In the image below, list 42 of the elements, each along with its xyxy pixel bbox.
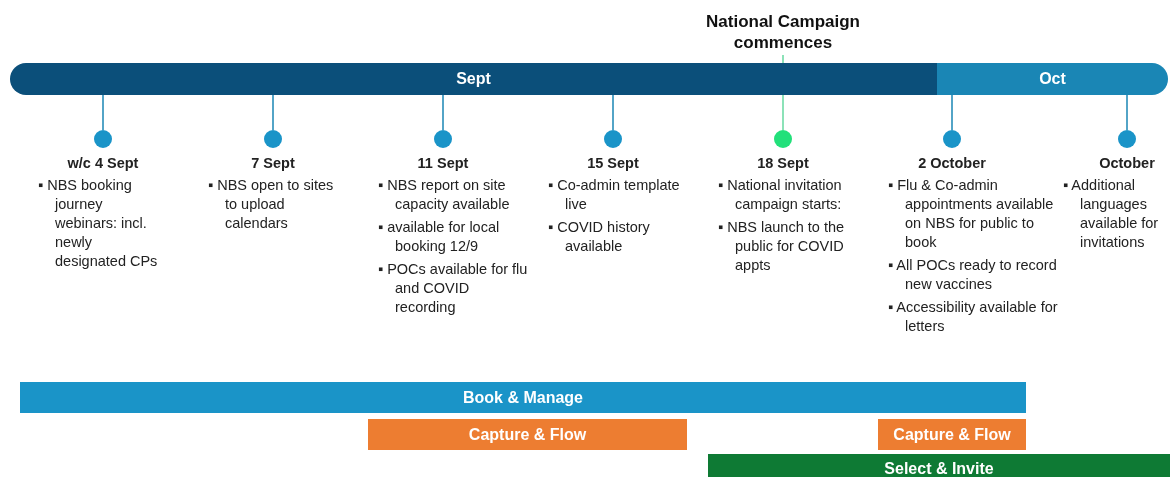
bullet-text: ▪ available for local booking 12/9 xyxy=(378,218,501,256)
bullet-text: ▪ NBS report on site capacity available xyxy=(378,176,511,214)
bullet-text: ▪ Accessibility available for letters xyxy=(888,298,1058,336)
date-label: 7 Sept xyxy=(250,154,296,173)
connector-line xyxy=(612,94,614,131)
timeline-bar: Sept xyxy=(10,63,937,95)
connector-line xyxy=(782,94,784,131)
milestone-dot xyxy=(774,130,792,148)
bullet-text: ▪ POCs available for flu and COVID recording xyxy=(378,260,528,317)
bullet-text: ▪ National invitation campaign starts: xyxy=(718,176,843,214)
milestone-dot xyxy=(943,130,961,148)
date-label: 2 October xyxy=(917,154,987,173)
date-label: 15 Sept xyxy=(586,154,640,173)
bullet-text: ▪ NBS booking journey webinars: incl. newly designated CPs xyxy=(38,176,159,271)
phase-bar: Select & Invite xyxy=(708,454,1170,477)
bullet-text: ▪ NBS open to sites to upload calendars xyxy=(208,176,335,233)
connector-line xyxy=(1126,94,1128,131)
phase-bar: Capture & Flow xyxy=(878,419,1026,450)
bullet-text: ▪ NBS launch to the public for COVID appts xyxy=(718,218,846,275)
bullet-text: ▪ Flu & Co-admin appointments available on NBS for public to book xyxy=(888,176,1055,252)
bullet-text: ▪ Additional languages available for invitations xyxy=(1063,176,1160,252)
milestone-dot xyxy=(434,130,452,148)
timeline-bar: Oct xyxy=(937,63,1168,95)
milestone-dot xyxy=(1118,130,1136,148)
date-label: w/c 4 Sept xyxy=(66,154,140,173)
connector-line xyxy=(951,94,953,131)
bullet-text: ▪ Co-admin template live xyxy=(548,176,681,214)
milestone-dot xyxy=(604,130,622,148)
connector-line xyxy=(442,94,444,131)
milestone-dot xyxy=(264,130,282,148)
connector-line xyxy=(102,94,104,131)
milestone-title: National Campaign commences xyxy=(683,11,883,55)
bullet-text: ▪ All POCs ready to record new vaccines xyxy=(888,256,1058,294)
date-label: 11 Sept xyxy=(416,154,470,173)
connector-line xyxy=(782,54,784,64)
connector-line xyxy=(272,94,274,131)
phase-bar: Capture & Flow xyxy=(368,419,687,450)
milestone-dot xyxy=(94,130,112,148)
bullet-text: ▪ COVID history available xyxy=(548,218,651,256)
phase-bar: Book & Manage xyxy=(20,382,1026,413)
date-label: 18 Sept xyxy=(756,154,810,173)
date-label: October xyxy=(1098,154,1156,173)
